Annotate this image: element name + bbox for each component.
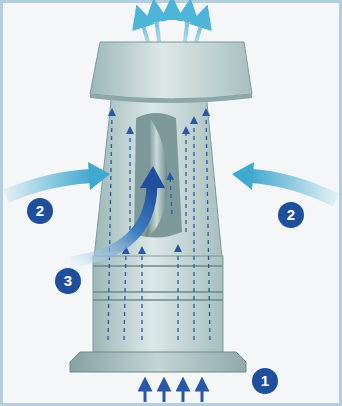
side-inflow-arrows <box>6 162 336 200</box>
callout-number: 2 <box>278 202 304 228</box>
callout-number: 3 <box>55 268 81 294</box>
tapered-body <box>94 92 222 258</box>
base-cylinder <box>93 256 223 354</box>
hood-rim <box>90 94 252 103</box>
callout-number: 2 <box>27 198 53 224</box>
hood <box>90 42 252 99</box>
bottom-inflow-arrows <box>145 384 202 402</box>
base-flange <box>70 352 246 372</box>
internal-flow-arrows <box>108 112 210 340</box>
base-rings <box>93 266 223 300</box>
bypass-arrow <box>70 166 165 262</box>
callout-number: 1 <box>252 368 278 394</box>
